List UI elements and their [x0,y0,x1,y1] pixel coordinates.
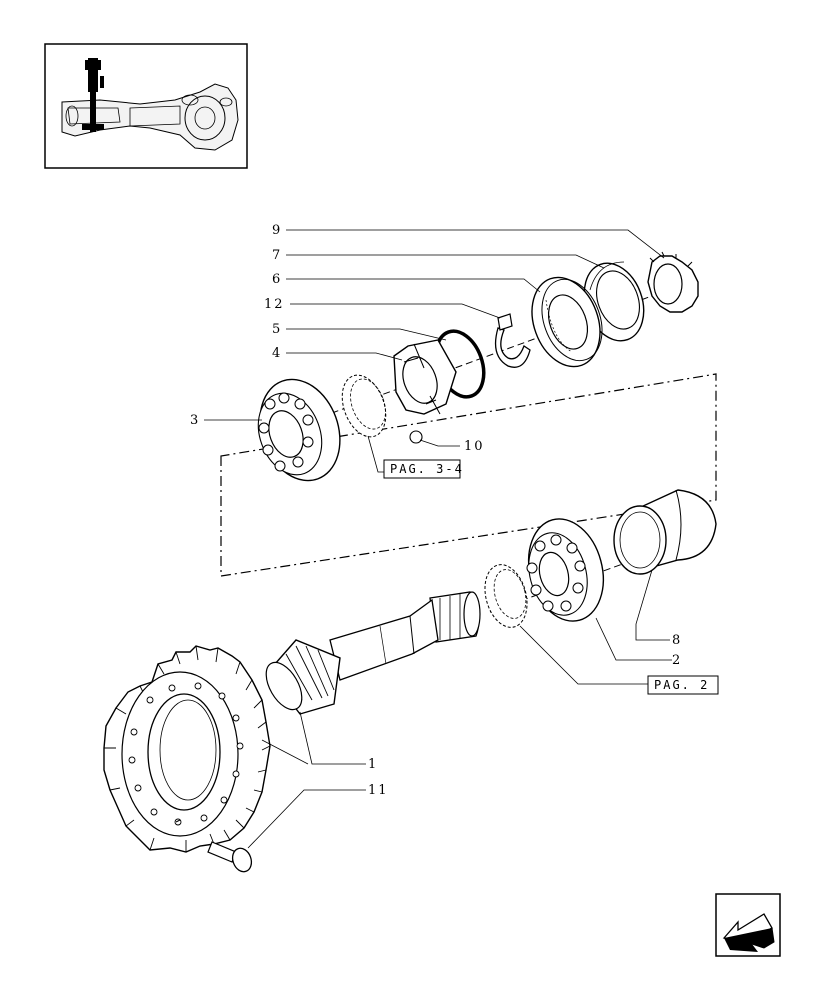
label-part-1: 1 [368,757,378,772]
ref-pag-2-text: PAG. 2 [654,678,709,692]
label-part-6: 6 [272,272,282,287]
part-shim-upper[interactable] [334,369,393,443]
label-part-8: 8 [672,633,682,648]
label-part-12: 12 [264,297,285,312]
ref-box-pag-2[interactable]: PAG. 2 [647,675,719,695]
assembly-group-outline [220,373,717,577]
part-sleeve[interactable] [613,489,717,575]
part-lock-washer[interactable] [494,313,531,368]
part-spacer-housing[interactable] [393,339,457,415]
label-part-7: 7 [272,248,282,263]
return-arrow-button[interactable] [715,893,781,957]
part-bearing-ring[interactable] [520,268,612,376]
label-part-9: 9 [272,223,282,238]
part-bolt[interactable] [175,819,255,874]
part-crown-wheel[interactable] [103,645,271,853]
part-bearing-lower[interactable] [518,510,614,629]
part-ball[interactable] [409,430,423,444]
ref-pag-3-4-text: PAG. 3-4 [390,462,464,476]
label-part-3: 3 [190,413,200,428]
label-part-2: 2 [672,653,682,668]
part-pinion-shaft[interactable] [259,591,481,716]
axle-thumbnail[interactable] [44,43,248,169]
label-part-5: 5 [272,322,282,337]
return-arrow-icon [722,913,775,952]
leader-lines [204,229,672,849]
label-part-10: 10 [464,439,485,454]
axle-assembly-thumbnail-icon [61,58,239,151]
ref-box-pag-3-4[interactable]: PAG. 3-4 [383,459,464,479]
label-part-4: 4 [272,346,282,361]
part-nut[interactable] [647,251,699,313]
part-shim-lower[interactable] [478,560,533,632]
part-bearing-upper[interactable] [247,368,354,492]
label-part-11: 11 [368,783,389,798]
